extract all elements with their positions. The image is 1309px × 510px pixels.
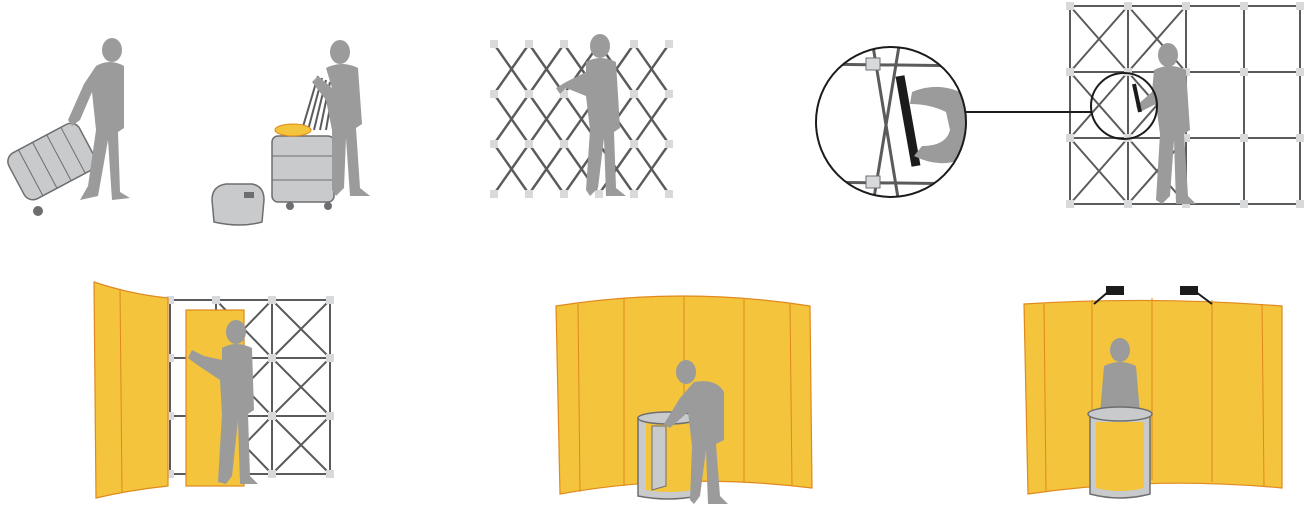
frame-hub	[1296, 200, 1304, 208]
step-3-expand-frame	[490, 34, 673, 198]
frame-hub	[1124, 68, 1132, 76]
strap-icon	[1132, 83, 1142, 113]
frame-hub	[1066, 134, 1074, 142]
finished-counter-icon	[1087, 406, 1153, 499]
frame-strut	[271, 299, 331, 359]
frame-strut	[1069, 71, 1129, 139]
person-standing-silhouette	[1100, 338, 1140, 414]
frame-hub	[630, 190, 638, 198]
person-bending-silhouette	[664, 360, 728, 504]
frame-strut	[528, 143, 565, 195]
counter-case-icon	[637, 411, 699, 500]
frame-strut	[1069, 5, 1129, 73]
step-6-assemble-counter	[555, 295, 813, 504]
frame-hub	[268, 354, 276, 362]
frame-hub	[1066, 68, 1074, 76]
frame-hub	[1296, 68, 1304, 76]
frame-hub	[525, 40, 533, 48]
frame-hub	[1182, 2, 1190, 10]
frame-hub	[326, 354, 334, 362]
frame-strut	[598, 143, 635, 195]
magnifier-detail-icon	[815, 46, 967, 198]
frame-hub	[166, 470, 174, 478]
frame-hub	[490, 140, 498, 148]
frame-hub	[326, 470, 334, 478]
frame-hub	[166, 412, 174, 420]
case-lid-icon	[211, 183, 265, 226]
frame-hub	[560, 140, 568, 148]
frame-hub	[525, 90, 533, 98]
frame-strut	[528, 43, 565, 95]
frame-hub	[560, 190, 568, 198]
frame-strut	[271, 357, 331, 417]
frame-hub	[166, 354, 174, 362]
frame-strut	[493, 143, 530, 195]
frame-hub	[166, 296, 174, 304]
frame-strut	[493, 93, 530, 145]
step-1-pull-case	[7, 38, 130, 216]
frame-hub	[268, 412, 276, 420]
frame-hub	[490, 40, 498, 48]
frame-hub	[1240, 68, 1248, 76]
frame-strut	[528, 93, 565, 145]
frame-hub	[665, 90, 673, 98]
case-wheel-icon	[33, 206, 43, 216]
lid-disc-icon	[274, 123, 312, 137]
frame-hub	[1296, 2, 1304, 10]
frame-hub	[490, 90, 498, 98]
frame-hub	[326, 412, 334, 420]
step-4-lock-frame	[815, 2, 1304, 208]
frame-hub	[1240, 134, 1248, 142]
frame-hub	[630, 40, 638, 48]
left-end-panel-icon	[93, 281, 169, 499]
frame-hub	[560, 40, 568, 48]
frame-strut	[1069, 137, 1129, 205]
spotlight-right-icon	[1180, 286, 1213, 305]
frame-hub	[665, 190, 673, 198]
frame-hub	[1066, 200, 1074, 208]
scissor-frame-icon	[490, 40, 673, 198]
open-case-icon	[271, 135, 335, 210]
wheeled-case-icon	[7, 122, 97, 201]
finished-back-wall-icon	[1023, 298, 1283, 495]
frame-hub	[665, 40, 673, 48]
frame-hub	[268, 470, 276, 478]
frame-hub	[630, 90, 638, 98]
frame-hub	[1296, 134, 1304, 142]
step-7-finished-display	[1023, 286, 1283, 499]
person-expanding-silhouette	[556, 34, 626, 196]
spotlight-left-icon	[1093, 286, 1124, 305]
frame-strut	[633, 143, 670, 195]
frame-strut	[271, 415, 331, 475]
frame-hub	[326, 296, 334, 304]
frame-hub	[595, 190, 603, 198]
frame-hub	[1124, 2, 1132, 10]
frame-hub	[1182, 134, 1190, 142]
frame-hub	[1124, 200, 1132, 208]
frame-hub	[212, 296, 220, 304]
frame-hub	[525, 190, 533, 198]
frame-hub	[630, 140, 638, 148]
person-hanging-silhouette	[188, 320, 258, 484]
step-5-hang-panels	[93, 281, 334, 499]
frame-hub	[525, 140, 533, 148]
frame-strut	[493, 43, 530, 95]
frame-hub	[1066, 2, 1074, 10]
frame-hub	[268, 296, 276, 304]
frame-strut	[633, 93, 670, 145]
step-2-unpack-case	[211, 40, 370, 226]
person-pulling-silhouette	[68, 38, 130, 200]
frame-hub	[560, 90, 568, 98]
frame-hub	[1240, 200, 1248, 208]
frame-strut	[633, 43, 670, 95]
frame-hub	[490, 190, 498, 198]
frame-strut	[1127, 5, 1187, 73]
person-unpacking-silhouette	[312, 40, 370, 196]
frame-hub	[1240, 2, 1248, 10]
magnifier-target-circle	[1090, 72, 1158, 140]
frame-hub	[665, 140, 673, 148]
person-locking-silhouette	[1136, 43, 1196, 204]
